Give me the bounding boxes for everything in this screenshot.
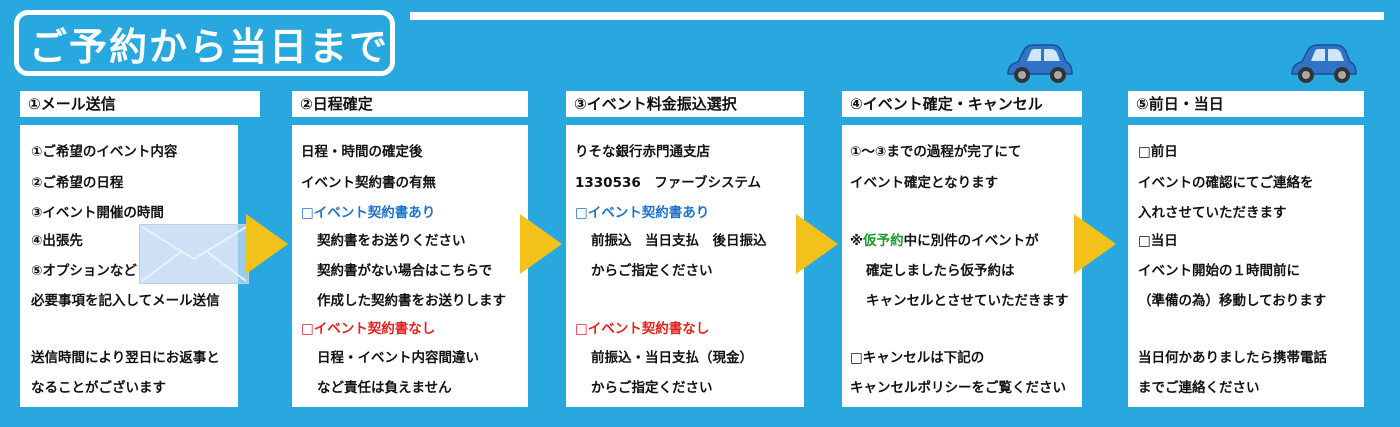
step5-line: イベント開始の１時間前に xyxy=(1138,263,1300,279)
step-arrow xyxy=(796,214,838,274)
step4-line: イベント確定となります xyxy=(850,175,999,191)
step2-line: 日程・時間の確定後 xyxy=(301,144,423,160)
note-text: 中に別件のイベントが xyxy=(903,233,1039,249)
step4-header: ④イベント確定・キャンセル xyxy=(842,91,1082,117)
step5-line: 入れさせていただきます xyxy=(1138,205,1287,221)
step4-line: 確定しましたら仮予約は xyxy=(866,263,1015,279)
step3-line: りそな銀行赤門通支店 xyxy=(575,144,710,160)
step2-line: 契約書がない場合はこちらで xyxy=(317,263,493,279)
step1-line: ②ご希望の日程 xyxy=(31,175,124,191)
step3-line: からご指定ください xyxy=(591,380,713,396)
step3-header: ③イベント料金振込選択 xyxy=(566,91,804,117)
title-box: ご予約から当日まで xyxy=(14,10,395,76)
step-arrow xyxy=(520,214,562,274)
step1-line: ③イベント開催の時間 xyxy=(31,205,164,221)
step5-line: （準備の為）移動しております xyxy=(1138,293,1327,309)
step5-panel: □前日 イベントの確認にてご連絡を 入れさせていただきます □当日 イベント開始… xyxy=(1128,125,1364,407)
step1-line: ①ご希望のイベント内容 xyxy=(31,144,178,160)
step3-contract-yes-heading: □イベント契約書あり xyxy=(575,205,710,221)
step-arrow xyxy=(1074,214,1116,274)
step5-header: ⑤前日・当日 xyxy=(1128,91,1364,117)
step2-panel: 日程・時間の確定後 イベント契約書の有無 □イベント契約書あり 契約書をお送りく… xyxy=(292,125,528,407)
car-icon xyxy=(1007,44,1073,83)
step4-line: キャンセルとさせていただきます xyxy=(866,293,1069,309)
step2-header: ②日程確定 xyxy=(292,91,528,117)
step4-line: キャンセルポリシーをご覧ください xyxy=(850,380,1066,396)
car-icon xyxy=(1291,44,1357,83)
step4-line: ①～③までの過程が完了にて xyxy=(850,144,1022,160)
step3-line: 1330536 ファーブシステム xyxy=(575,175,762,191)
step3-contract-no-heading: □イベント契約書なし xyxy=(575,321,710,337)
step1-line: ④出張先 xyxy=(31,233,83,249)
step1-line: 必要事項を記入してメール送信 xyxy=(31,293,220,309)
envelope-icon xyxy=(139,224,249,284)
step1-line: なることがございます xyxy=(31,380,166,396)
step2-contract-no-heading: □イベント契約書なし xyxy=(301,321,436,337)
step4-note-line: ※仮予約中に別件のイベントが xyxy=(850,232,1039,250)
step5-line: イベントの確認にてご連絡を xyxy=(1138,175,1314,191)
step4-panel: ①～③までの過程が完了にて イベント確定となります ※仮予約中に別件のイベントが… xyxy=(842,125,1082,407)
step2-line: 日程・イベント内容間違い xyxy=(317,350,479,366)
tentative-booking-term: 仮予約 xyxy=(863,233,904,249)
page-title: ご予約から当日まで xyxy=(29,24,390,69)
step-arrow xyxy=(246,214,288,274)
step2-line: 作成した契約書をお送りします xyxy=(317,293,506,309)
step3-panel: りそな銀行赤門通支店 1330536 ファーブシステム □イベント契約書あり 前… xyxy=(566,125,804,407)
step2-line: 契約書をお送りください xyxy=(317,233,466,249)
step2-contract-yes-heading: □イベント契約書あり xyxy=(301,205,436,221)
step5-line: □当日 xyxy=(1138,233,1178,249)
step1-panel: ①ご希望のイベント内容 ②ご希望の日程 ③イベント開催の時間 ④出張先 ⑤オプシ… xyxy=(20,125,249,407)
top-divider-line xyxy=(410,12,1384,20)
step3-line: 前振込・当日支払（現金） xyxy=(591,350,753,366)
step5-line: 当日何かありましたら携帯電話 xyxy=(1138,350,1327,366)
step2-line: イベント契約書の有無 xyxy=(301,175,436,191)
step1-line: 送信時間により翌日にお返事と xyxy=(31,350,220,366)
step2-line: など責任は負えません xyxy=(317,380,452,396)
step1-header: ①メール送信 xyxy=(20,91,260,117)
step3-line: からご指定ください xyxy=(591,263,713,279)
step5-line: □前日 xyxy=(1138,144,1178,160)
step5-line: までご連絡ください xyxy=(1138,380,1260,396)
step3-line: 前振込 当日支払 後日振込 xyxy=(591,233,767,249)
step1-line: ⑤オプションなど xyxy=(31,263,137,279)
note-mark: ※ xyxy=(850,233,864,249)
step4-line: □キャンセルは下記の xyxy=(850,350,985,366)
